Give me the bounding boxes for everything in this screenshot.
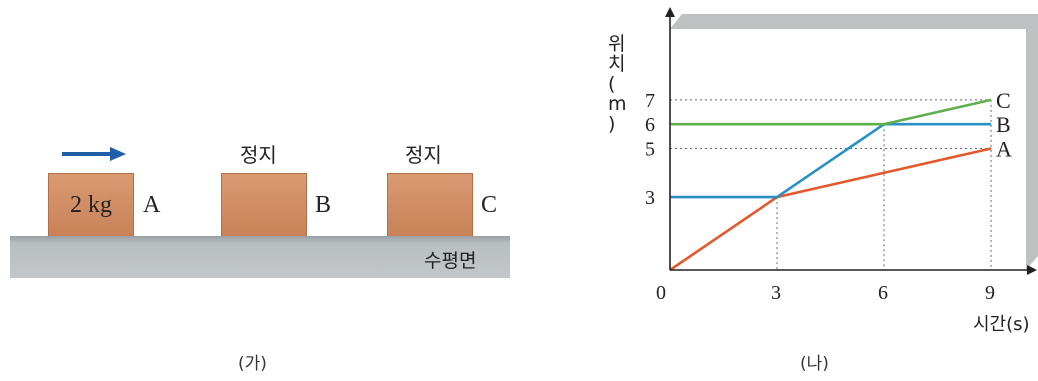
x-tick-label-6: 6 bbox=[878, 282, 888, 304]
y-tick-label-7: 7 bbox=[645, 90, 655, 112]
surface-label: 수평면 bbox=[424, 250, 477, 272]
block-b-letter: B bbox=[315, 192, 332, 218]
x-axis-arrow-icon bbox=[1027, 265, 1037, 275]
x-tick-label-0: 0 bbox=[656, 282, 666, 304]
block-c-status: 정지 bbox=[405, 143, 442, 167]
x-axis-label: 시간(s) bbox=[973, 314, 1030, 335]
y-tick-label-3: 3 bbox=[645, 187, 655, 209]
block-b-status: 정지 bbox=[240, 143, 277, 167]
block-c-letter: C bbox=[481, 192, 498, 218]
block-a-letter: A bbox=[143, 192, 161, 218]
series-label-a: A bbox=[996, 137, 1012, 162]
y-axis-label-char: ( bbox=[608, 73, 615, 95]
series-line-b bbox=[670, 122, 991, 199]
x-tick-label-3: 3 bbox=[771, 282, 781, 304]
series-labels: ABC bbox=[996, 88, 1012, 162]
series-line-c bbox=[670, 98, 992, 126]
y-axis-label-char: 치 bbox=[608, 53, 625, 75]
y-axis-label-char: 위 bbox=[608, 33, 625, 55]
velocity-arrow-icon bbox=[62, 147, 126, 161]
block-a-mass: 2 kg bbox=[70, 192, 112, 218]
y-axis-label-char: ) bbox=[608, 113, 615, 135]
block-c bbox=[387, 173, 473, 237]
x-tick-label-9: 9 bbox=[985, 282, 995, 304]
block-b bbox=[221, 173, 307, 237]
y-tick-label-5: 5 bbox=[645, 139, 655, 161]
y-axis-arrow-icon bbox=[665, 7, 675, 17]
series-label-b: B bbox=[996, 112, 1011, 137]
series-label-c: C bbox=[996, 88, 1011, 113]
y-axis-label-char: m bbox=[608, 93, 627, 115]
series-lines bbox=[669, 98, 992, 272]
caption-na: (나) bbox=[800, 354, 829, 374]
block-a bbox=[48, 173, 134, 237]
horizontal-surface bbox=[10, 236, 510, 278]
y-tick-label-6: 6 bbox=[645, 114, 655, 136]
grid-lines bbox=[670, 99, 992, 270]
caption-ga: (가) bbox=[238, 354, 267, 374]
